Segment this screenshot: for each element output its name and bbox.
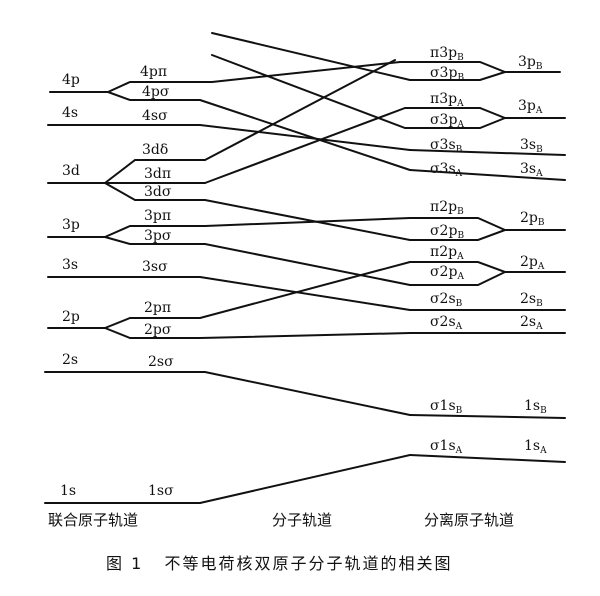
axis-labels: 联合原子轨道 分子轨道 分离原子轨道 <box>48 511 514 529</box>
sa-label-5: 2pA <box>520 254 545 272</box>
split-3p-pi <box>104 225 206 238</box>
smo-label-3: σ3pA <box>430 112 464 130</box>
smo-label-10: σ2sB <box>430 291 463 309</box>
split-2p-sigma <box>104 327 201 339</box>
split-3d-sigma <box>104 182 206 201</box>
corr-2p-pi <box>199 261 411 319</box>
sep-3pA-top <box>404 107 566 119</box>
sep-3pB-top <box>399 61 561 73</box>
corr-2s-sigma <box>204 371 411 416</box>
separated-atom-labels: 3pB 3pA 3sB 3sA 2pB 2pA 2sB 2sA 1sB 1sA <box>518 54 547 456</box>
ua-label-3: 3p <box>62 217 80 233</box>
united-atom-splits <box>104 81 213 339</box>
sa-label-7: 2sA <box>520 314 543 332</box>
sep-1sA <box>409 454 566 463</box>
sa-label-4: 2pB <box>520 210 545 228</box>
smo-label-9: σ2pA <box>430 264 464 282</box>
umo-label-7: 3pσ <box>144 228 172 244</box>
corr-3p-sigma <box>204 243 411 286</box>
corr-2p-sigma <box>199 332 411 339</box>
united-atom-levels <box>44 91 206 504</box>
sep-2pB-bottom <box>409 229 506 241</box>
umo-label-12: 1sσ <box>148 483 174 499</box>
umo-label-2: 4sσ <box>142 108 168 124</box>
umo-label-5: 3dσ <box>144 184 172 200</box>
sa-label-2: 3sB <box>520 137 543 155</box>
smo-label-1: σ3pB <box>430 65 464 83</box>
ua-label-4: 3s <box>62 257 78 273</box>
smo-label-5: σ3sA <box>430 161 463 179</box>
axis-label-right: 分离原子轨道 <box>424 511 514 529</box>
umo-label-1: 4pσ <box>142 84 170 100</box>
umo-label-4: 3dπ <box>144 166 171 182</box>
split-3p-sigma <box>104 236 206 245</box>
smo-label-6: π2pB <box>430 199 464 217</box>
smo-label-13: σ1sA <box>430 438 463 456</box>
umo-label-6: 3pπ <box>144 208 171 224</box>
split-4p-sigma <box>107 91 201 101</box>
sep-3sA <box>409 169 566 181</box>
sa-label-0: 3pB <box>518 54 543 72</box>
corr-4s-sigma <box>199 124 411 151</box>
corr-4p-sigma <box>199 99 411 171</box>
figure-caption: 图 1 不等电荷核双原子分子轨道的相关图 <box>106 554 453 573</box>
corr-3d-delta <box>204 59 396 161</box>
corr-1s-sigma <box>199 454 411 504</box>
smo-label-4: σ3sB <box>430 137 463 155</box>
sep-2pA-bottom <box>409 271 506 286</box>
ua-label-7: 1s <box>60 483 76 499</box>
ua-label-5: 2p <box>62 309 80 325</box>
united-mo-labels: 4pπ 4pσ 4sσ 3dδ 3dπ 3dσ 3pπ 3pσ 3sσ 2pπ … <box>140 64 174 499</box>
sep-3pB-bottom <box>409 71 506 81</box>
sa-label-1: 3pA <box>518 98 543 116</box>
split-3d-delta <box>104 159 206 184</box>
smo-label-2: π3pA <box>430 91 464 109</box>
umo-label-11: 2sσ <box>148 354 174 370</box>
sa-label-3: 3sA <box>520 161 543 179</box>
sep-2pA-top <box>409 261 566 273</box>
ua-label-2: 3d <box>62 163 80 179</box>
sep-3sB <box>409 149 566 156</box>
sep-3pA-bottom <box>404 117 506 129</box>
corr-3d-pi <box>204 107 406 184</box>
united-atom-labels: 4p 4s 3d 3p 3s 2p 2s 1s <box>60 72 80 499</box>
corr-upper-2 <box>211 54 406 129</box>
sa-label-9: 1sA <box>524 438 547 456</box>
sep-1sB <box>409 414 566 419</box>
smo-label-8: π2pA <box>430 244 464 262</box>
corr-3s-sigma <box>199 276 411 311</box>
smo-label-12: σ1sB <box>430 398 463 416</box>
smo-label-7: σ2pB <box>430 223 464 241</box>
umo-label-8: 3sσ <box>142 259 168 275</box>
ua-label-6: 2s <box>62 352 78 368</box>
umo-label-9: 2pπ <box>144 300 171 316</box>
sa-label-6: 2sB <box>520 291 543 309</box>
sep-2pB-top <box>409 217 566 231</box>
separated-atom-levels <box>399 61 566 463</box>
sa-label-8: 1sB <box>524 398 547 416</box>
umo-label-10: 2pσ <box>144 322 172 338</box>
umo-label-3: 3dδ <box>142 142 168 158</box>
ua-label-0: 4p <box>62 72 80 88</box>
umo-label-0: 4pπ <box>140 64 167 80</box>
corr-3p-pi <box>204 217 411 227</box>
split-4p-pi <box>107 81 213 93</box>
smo-label-11: σ2sA <box>430 314 463 332</box>
smo-label-0: π3pB <box>430 45 464 63</box>
separated-mo-labels: π3pB σ3pB π3pA σ3pA σ3sB σ3sA π2pB σ2pB … <box>430 45 464 456</box>
corr-upper-1 <box>211 32 411 81</box>
axis-label-middle: 分子轨道 <box>272 511 332 529</box>
split-2p-pi <box>104 317 201 329</box>
corr-4p-pi <box>211 61 401 83</box>
correlation-lines <box>199 32 411 504</box>
axis-label-left: 联合原子轨道 <box>48 511 138 529</box>
corr-3d-sigma <box>204 199 411 241</box>
ua-label-1: 4s <box>62 105 78 121</box>
